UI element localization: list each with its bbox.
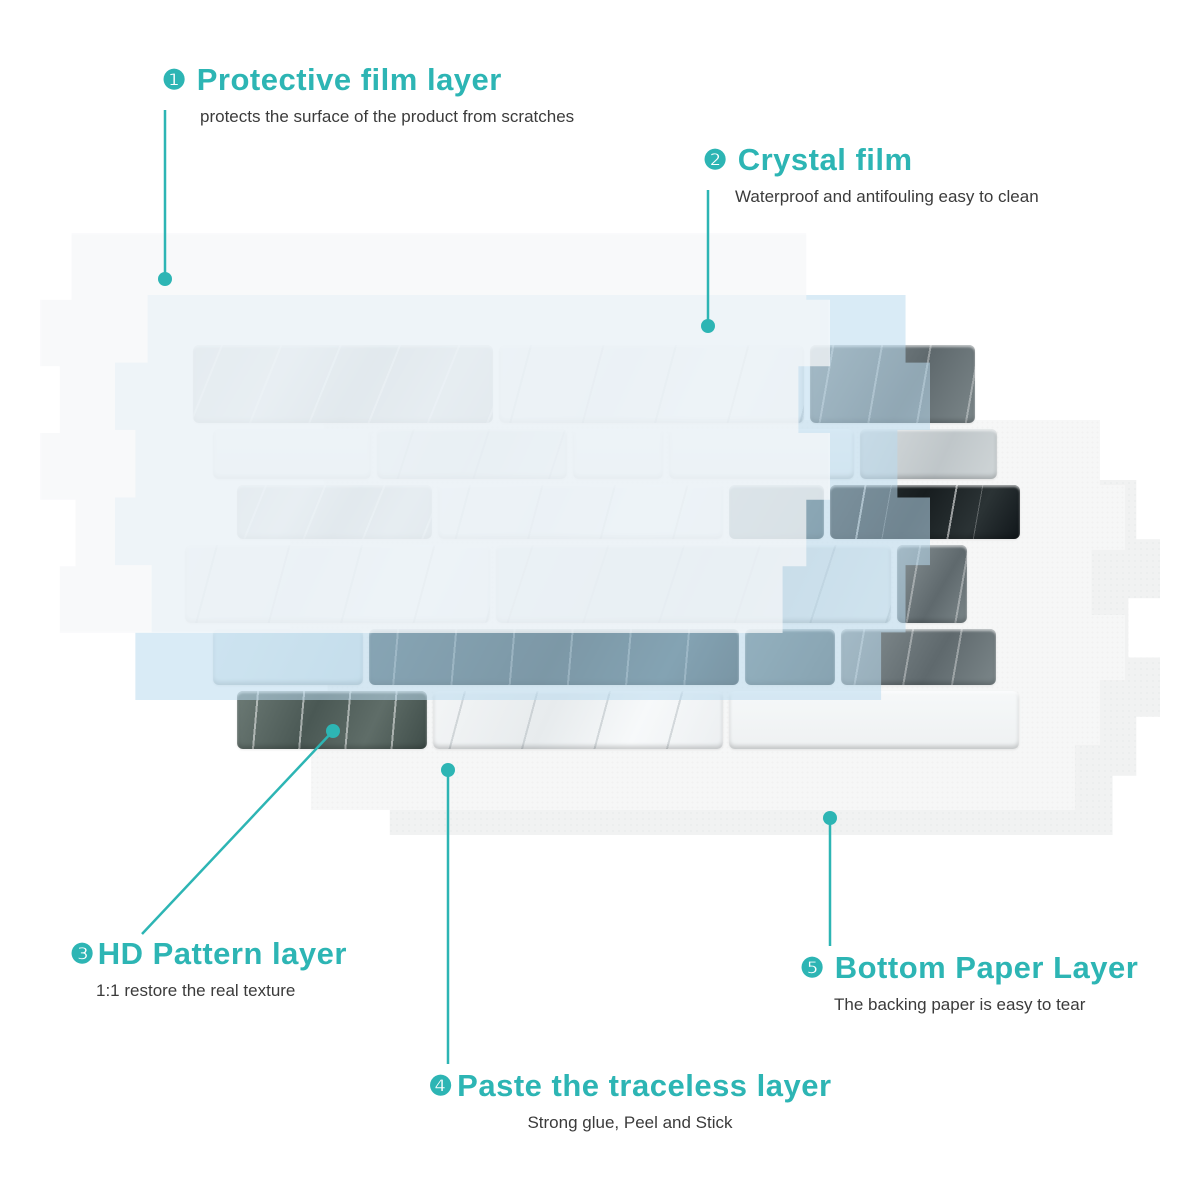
callout-title-text: Bottom Paper Layer — [834, 950, 1139, 985]
number-badge-5: ❺ — [800, 952, 825, 983]
callout-title-text: Crystal film — [737, 142, 913, 177]
callout-subtitle: Waterproof and antifouling easy to clean — [735, 187, 1039, 206]
callout-crystal-film: ❷ Crystal film Waterproof and antifoulin… — [703, 142, 1039, 207]
callout-subtitle: 1:1 restore the real texture — [96, 981, 296, 1000]
callout-hd-pattern: ❸ HD Pattern layer 1:1 restore the real … — [70, 936, 347, 1001]
callout-protective-film: ❶ Protective film layer protects the sur… — [162, 62, 574, 127]
callout-title: ❹ Paste the traceless layer — [400, 1068, 860, 1104]
callout-title: ❶ Protective film layer — [162, 62, 574, 98]
number-badge-4: ❹ — [428, 1070, 454, 1101]
callout-title: ❺ Bottom Paper Layer — [800, 950, 1138, 986]
callout-title: ❷ Crystal film — [703, 142, 1039, 178]
number-badge-1: ❶ — [162, 64, 187, 95]
callout-subtitle: protects the surface of the product from… — [200, 107, 575, 126]
callout-bottom-paper: ❺ Bottom Paper Layer The backing paper i… — [800, 950, 1138, 1015]
protective-film-layer — [40, 233, 830, 633]
tile-white-plain — [729, 691, 1019, 749]
callout-title-text: Paste the traceless layer — [457, 1068, 832, 1103]
callout-subtitle: Strong glue, Peel and Stick — [527, 1113, 733, 1132]
callout-traceless: ❹ Paste the traceless layer Strong glue,… — [400, 1068, 860, 1133]
callout-title-text: HD Pattern layer — [97, 936, 347, 971]
number-badge-2: ❷ — [703, 144, 728, 175]
tile-white-marble — [433, 691, 723, 749]
tile-row — [237, 691, 1045, 749]
callout-title: ❸ HD Pattern layer — [70, 936, 347, 972]
callout-title-text: Protective film layer — [196, 62, 502, 97]
leader-line-hd-pattern — [141, 730, 334, 935]
callout-subtitle: The backing paper is easy to tear — [834, 995, 1086, 1014]
number-badge-3: ❸ — [70, 938, 95, 969]
